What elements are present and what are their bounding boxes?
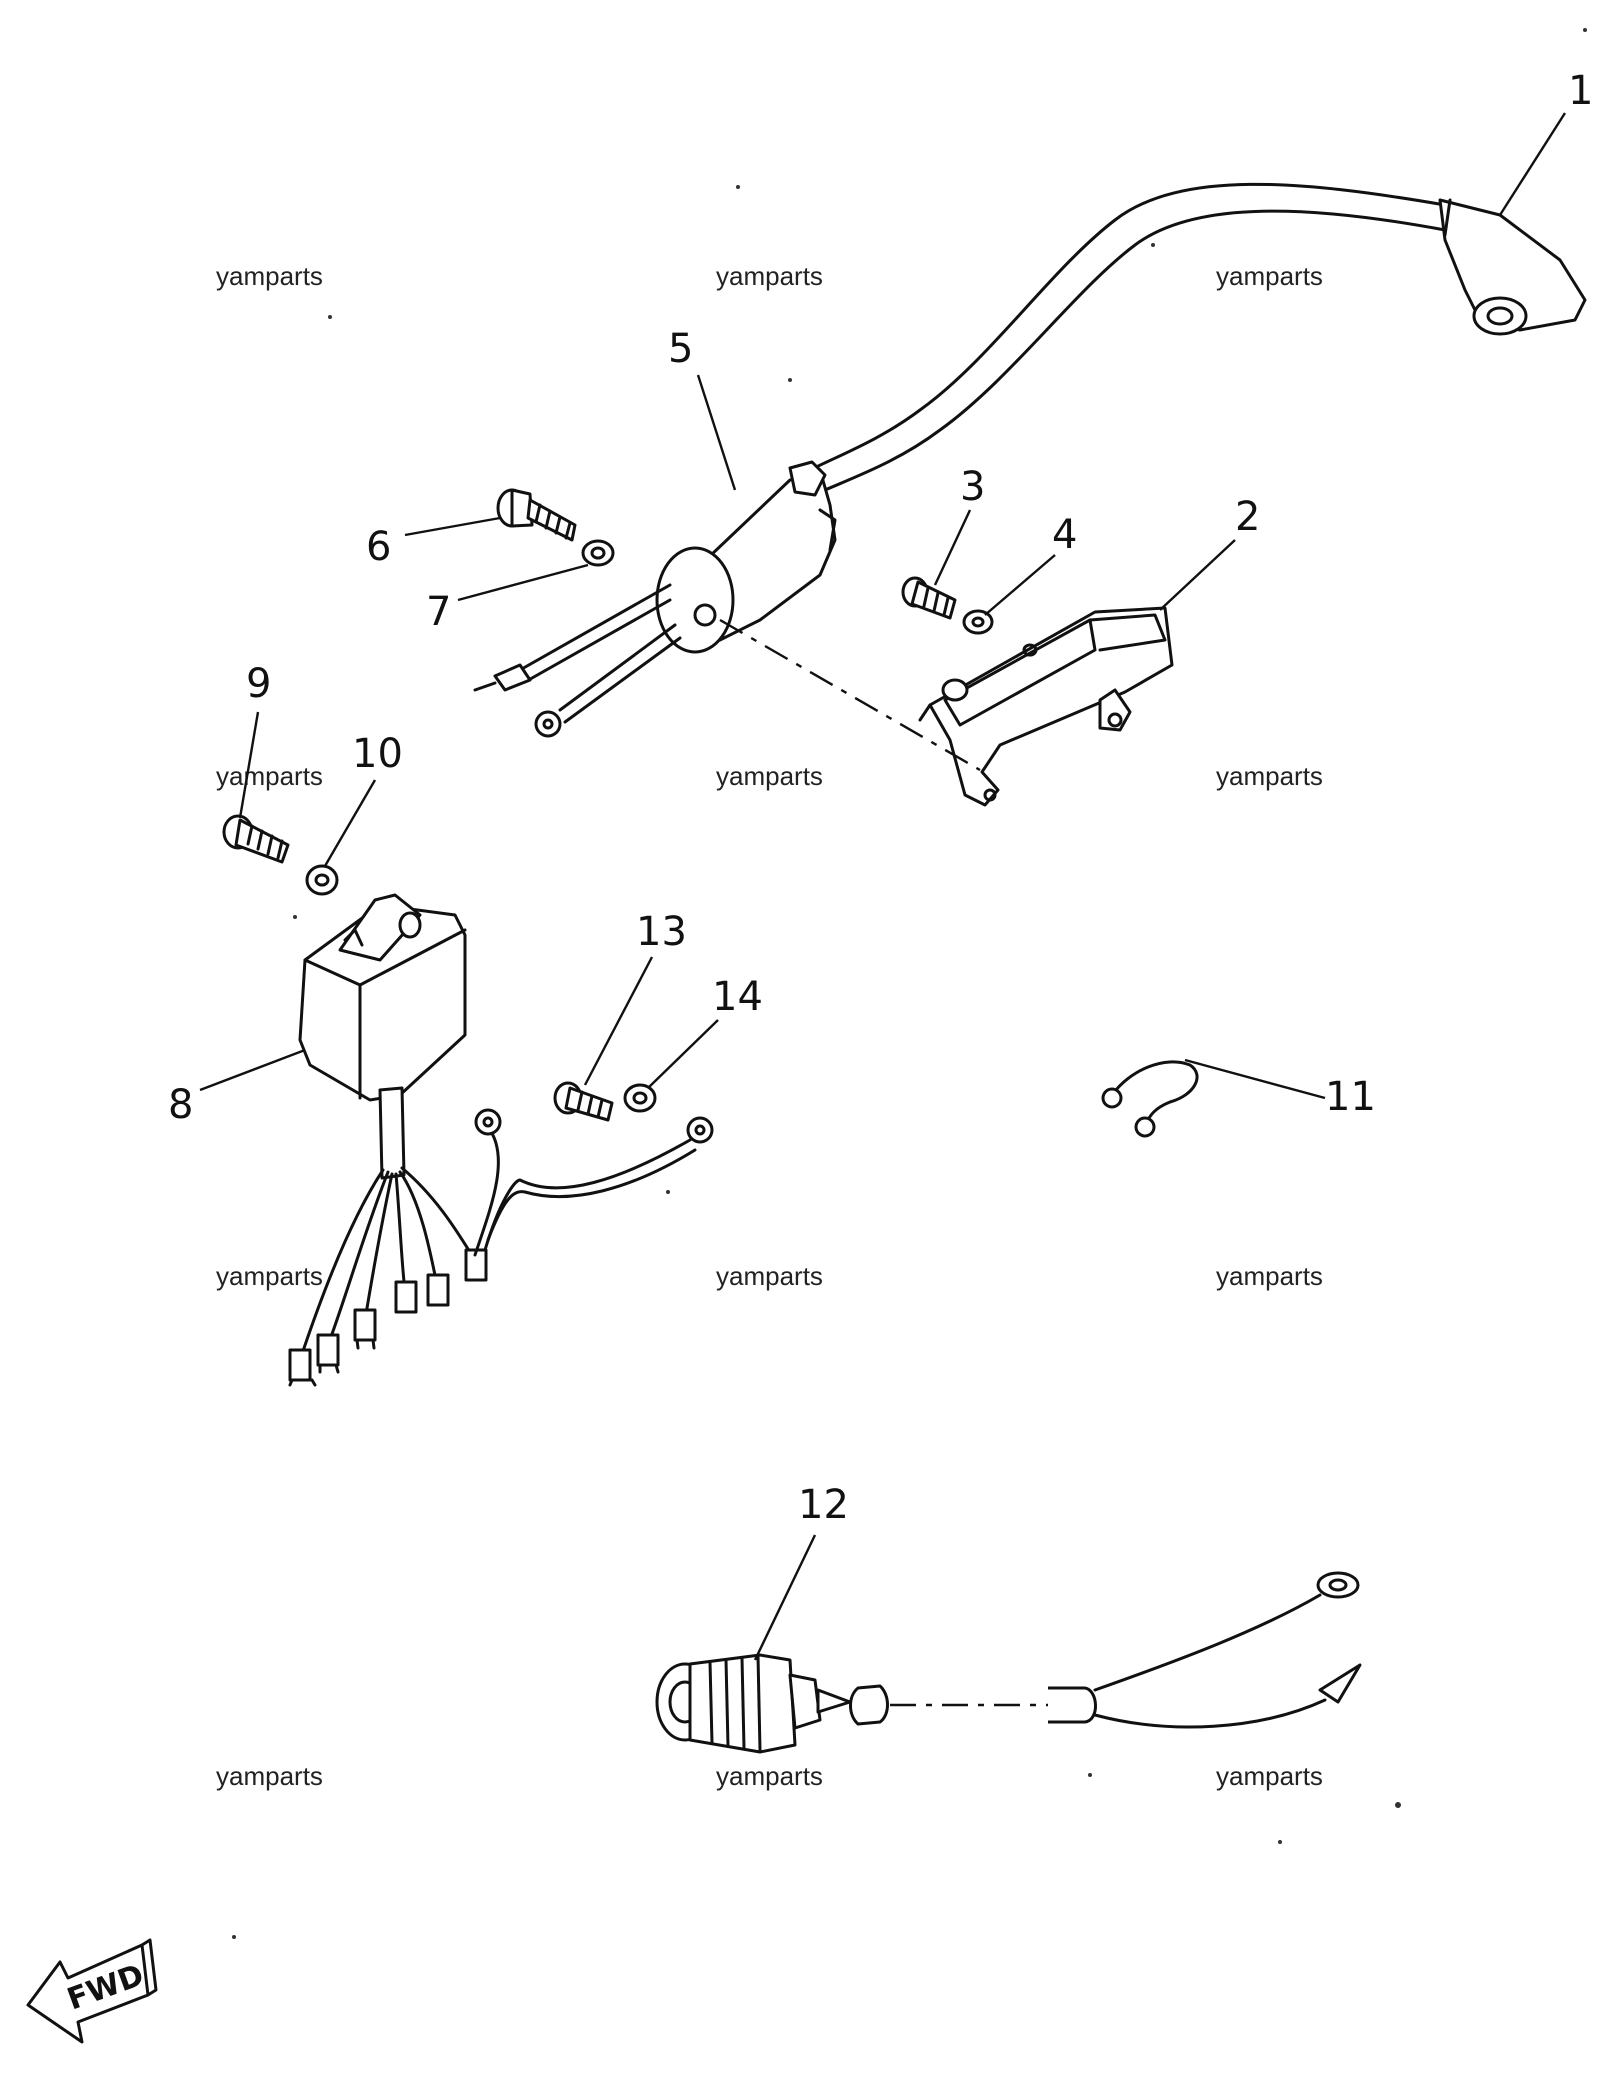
part-1-plug-cap xyxy=(808,182,1587,492)
part-7-washer xyxy=(581,539,615,567)
assembly-line xyxy=(719,618,981,772)
watermark: yamparts xyxy=(1216,1761,1323,1791)
watermark: yamparts xyxy=(716,261,823,291)
callout-14: 14 xyxy=(712,974,763,1020)
part-14-washer xyxy=(623,1083,657,1113)
part-9-bolt xyxy=(222,814,290,864)
part-8-cdi-unit xyxy=(288,893,714,1387)
watermark: yamparts xyxy=(216,261,323,291)
callout-7: 7 xyxy=(426,589,451,635)
watermark: yamparts xyxy=(216,761,323,791)
callout-5: 5 xyxy=(668,326,693,372)
part-2-bracket xyxy=(918,606,1174,807)
callout-4: 4 xyxy=(1052,512,1077,558)
callout-13: 13 xyxy=(636,909,687,955)
callout-6: 6 xyxy=(366,524,391,570)
watermark: yamparts xyxy=(1216,261,1323,291)
watermark: yamparts xyxy=(716,1761,823,1791)
callouts: 1 2 3 4 5 6 7 8 9 10 11 12 13 14 xyxy=(168,68,1593,1528)
watermark: yamparts xyxy=(716,1261,823,1291)
watermark: yamparts xyxy=(216,1261,323,1291)
callout-10: 10 xyxy=(352,731,403,777)
part-3-bolt xyxy=(901,576,957,620)
watermark: yamparts xyxy=(1216,761,1323,791)
callout-11: 11 xyxy=(1325,1074,1376,1120)
part-12-thermo-switch xyxy=(655,1571,1362,1754)
part-10-washer xyxy=(305,864,339,896)
fwd-arrow-icon: FWD xyxy=(26,1938,158,2044)
watermark: yamparts xyxy=(716,761,823,791)
part-5-ignition-coil xyxy=(473,460,837,738)
part-11-clip xyxy=(1101,1060,1199,1138)
callout-8: 8 xyxy=(168,1082,193,1128)
callout-3: 3 xyxy=(960,464,985,510)
callout-12: 12 xyxy=(798,1482,849,1528)
watermarks: yamparts yamparts yamparts yamparts yamp… xyxy=(216,261,1323,1791)
part-6-bolt xyxy=(496,488,577,542)
callout-2: 2 xyxy=(1235,494,1260,540)
callout-1: 1 xyxy=(1568,68,1593,114)
leader-lines xyxy=(199,112,1567,1661)
scan-specks xyxy=(232,28,1587,1939)
part-4-washer xyxy=(962,609,994,635)
watermark: yamparts xyxy=(1216,1261,1323,1291)
callout-9: 9 xyxy=(246,661,271,707)
part-13-bolt xyxy=(553,1081,614,1122)
watermark: yamparts xyxy=(216,1761,323,1791)
